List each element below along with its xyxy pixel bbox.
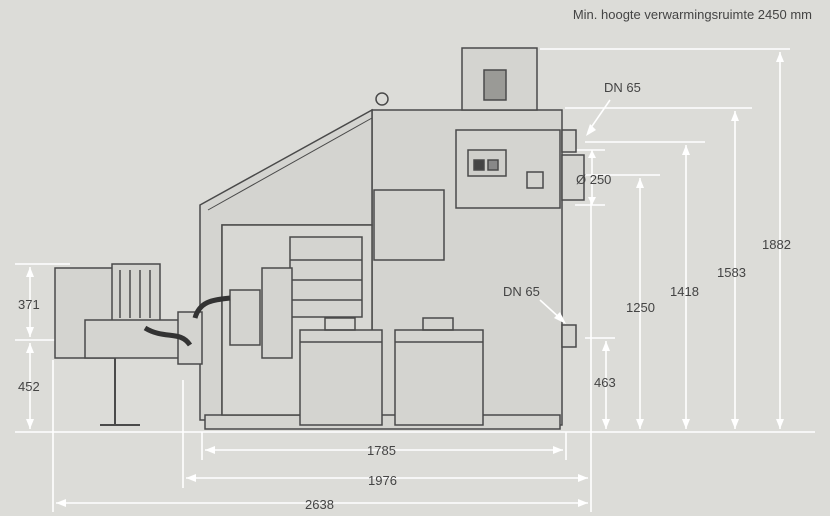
label-dn65-return: DN 65 xyxy=(503,284,540,299)
dim-371: 371 xyxy=(18,297,40,312)
top-motor xyxy=(483,69,507,101)
inspection-door xyxy=(373,189,445,261)
feed-auger xyxy=(84,319,186,359)
dim-2638: 2638 xyxy=(305,497,334,512)
return-pipe-dn65 xyxy=(561,324,577,348)
label-flue-diameter: Ø 250 xyxy=(576,172,611,187)
dim-1976: 1976 xyxy=(368,473,397,488)
drive-block xyxy=(229,289,261,346)
label-dn65-flow: DN 65 xyxy=(604,80,641,95)
auger-housing xyxy=(289,236,363,318)
ash-bin-right xyxy=(394,329,484,426)
switch xyxy=(526,171,544,189)
dim-1882: 1882 xyxy=(762,237,791,252)
boiler-outline xyxy=(54,47,585,430)
min-room-height-note: Min. hoogte verwarmingsruimte 2450 mm xyxy=(572,7,812,22)
feed-hose xyxy=(143,295,231,347)
ash-bin-left xyxy=(299,329,383,426)
gear-unit xyxy=(261,267,293,359)
lifting-eye xyxy=(375,92,389,106)
dim-1785: 1785 xyxy=(367,443,396,458)
motor-housing xyxy=(111,263,161,325)
dimension-lines xyxy=(15,48,815,512)
flow-pipe-dn65 xyxy=(561,129,577,153)
dim-1418: 1418 xyxy=(670,284,699,299)
flue-outlet xyxy=(561,154,585,201)
dim-463: 463 xyxy=(594,375,616,390)
dim-1250: 1250 xyxy=(626,300,655,315)
arrowheads xyxy=(26,52,784,507)
dim-1583: 1583 xyxy=(717,265,746,280)
dim-452: 452 xyxy=(18,379,40,394)
